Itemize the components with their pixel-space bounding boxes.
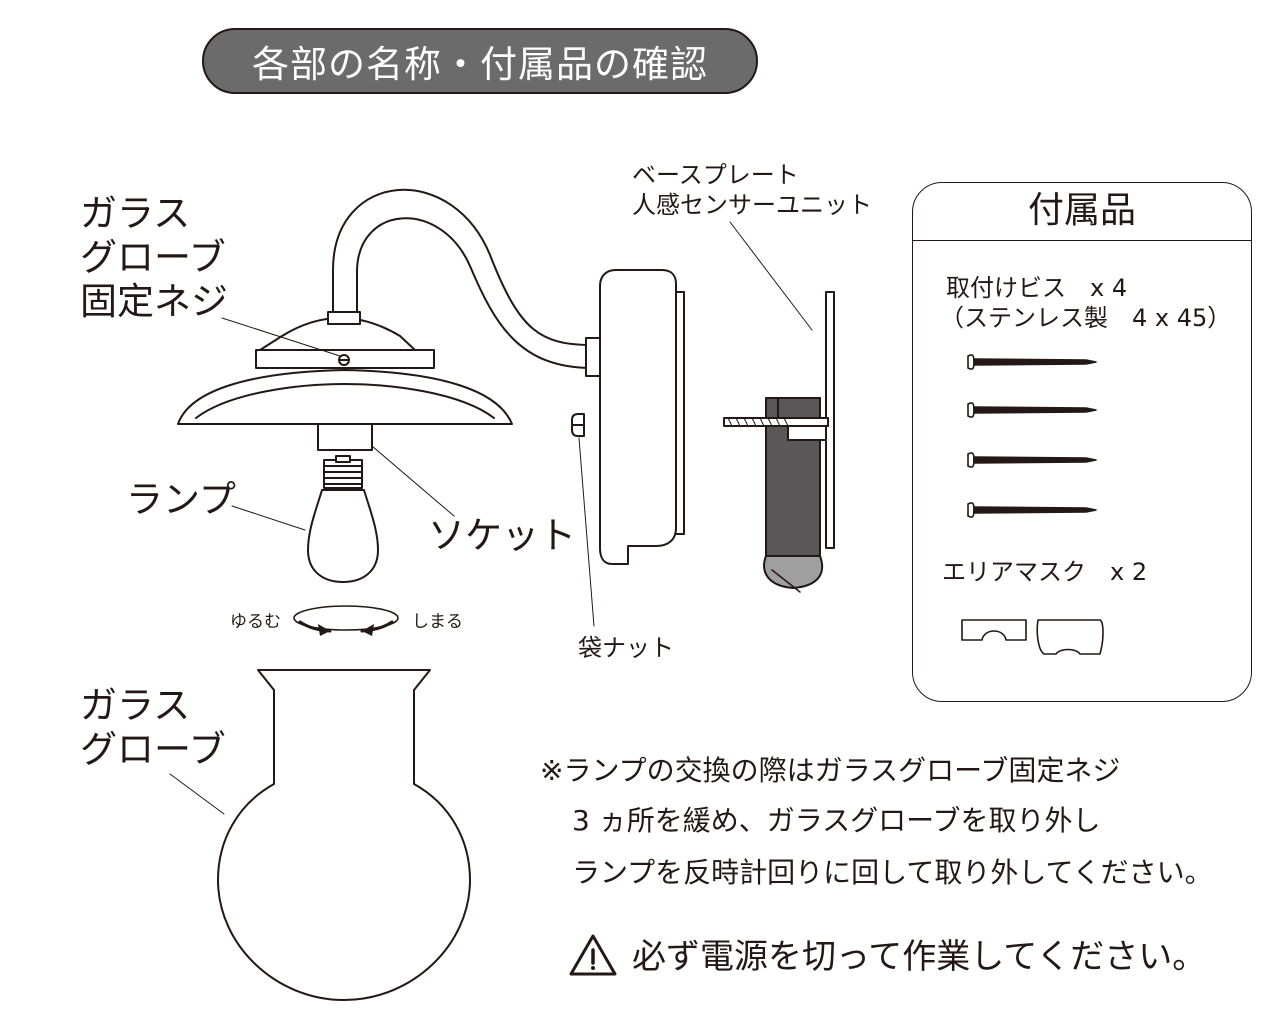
note-line-3: ランプを反時計回りに回して取り外してください。: [572, 856, 1213, 889]
glass-globe-label: ガラス グローブ: [80, 684, 226, 772]
page-title: 各部の名称・付属品の確認: [202, 28, 758, 94]
glove-screw-label: ガラス グローブ 固定ネジ: [80, 192, 228, 324]
glass-globe-label-line2: グローブ: [80, 728, 226, 771]
area-mask-label: エリアマスク x 2: [942, 558, 1148, 586]
lamp-bulb: [307, 455, 379, 583]
accessories-panel: [912, 182, 1252, 702]
socket-label: ソケット: [428, 514, 576, 557]
screws-label: 取付けビス x 4: [946, 274, 1128, 302]
warning-text: 必ず電源を切って作業してください。: [632, 937, 1207, 977]
base-plate-label-line1: ベースプレート: [632, 161, 799, 189]
base-plate-label-line2: 人感センサーユニット: [632, 191, 872, 219]
glass-globe: [217, 669, 471, 1001]
area-mask-icon: [961, 619, 1104, 655]
leader-lines: [169, 221, 813, 815]
cap-nut: [571, 413, 585, 437]
note-line-2: 3 ヵ所を緩め、ガラスグローブを取り外し: [572, 804, 1101, 837]
accessories-title: 付属品: [1027, 190, 1136, 231]
note-line-1: ※ランプの交換の際はガラスグローブ固定ネジ: [540, 754, 1121, 787]
glove-screw-label-line1: ガラス: [80, 192, 191, 235]
loosen-label: ゆるむ: [230, 612, 281, 632]
tighten-label: しまる: [412, 612, 463, 632]
glass-globe-label-line1: ガラス: [80, 684, 191, 727]
rotation-arrows: [293, 605, 399, 633]
glove-screw-label-line2: グローブ: [80, 236, 226, 279]
arm-joint: [585, 337, 601, 377]
shade-brim: [177, 369, 513, 425]
base-housing: [599, 269, 685, 565]
socket: [317, 423, 373, 451]
base-plate-label: ベースプレート 人感センサーユニット: [632, 160, 872, 220]
shade-cap: [327, 311, 361, 325]
gooseneck-arm: [332, 188, 593, 369]
lamp-label: ランプ: [126, 478, 236, 521]
accessories-divider: [912, 240, 1252, 241]
screws-spec: （ステンレス製 4 x 45）: [940, 304, 1232, 332]
screw-icon: [967, 354, 1097, 518]
glove-screw-label-line3: 固定ネジ: [80, 280, 228, 323]
warning-icon: [569, 934, 617, 976]
sensor-unit: [723, 291, 835, 593]
cap-nut-label: 袋ナット: [578, 634, 674, 662]
